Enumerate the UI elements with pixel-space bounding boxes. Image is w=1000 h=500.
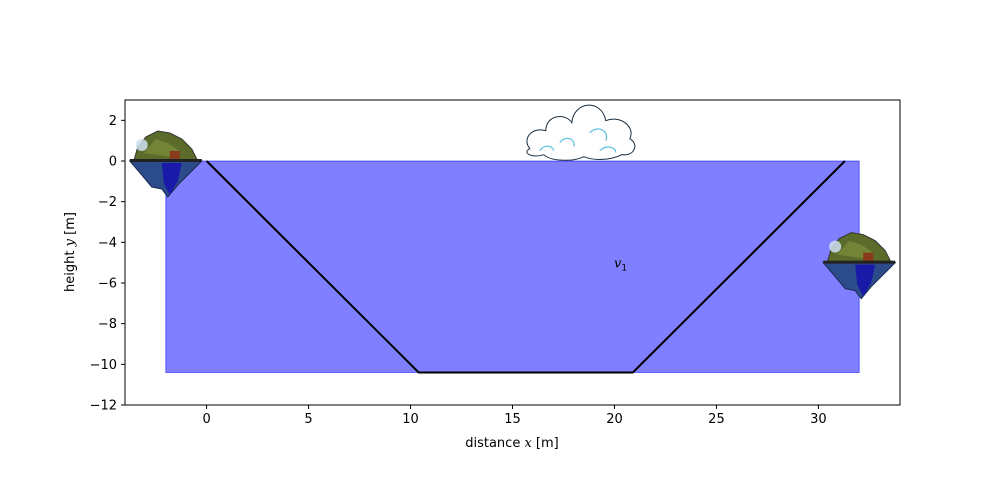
y-tick-label: −8 — [98, 317, 117, 332]
y-tick-label: −4 — [98, 236, 117, 251]
y-axis-ticks: 2 0 −2 −4 −6 −8 −10 −12 — [90, 114, 125, 414]
x-tick-label: 10 — [402, 412, 419, 427]
x-tick-label: 20 — [606, 412, 623, 427]
x-axis-label: distance x [m] — [465, 436, 559, 451]
annotation-label-1: v1 — [614, 257, 627, 274]
shaded-region — [165, 160, 860, 373]
cloud-icon — [526, 104, 636, 161]
series-line-1 — [205, 160, 846, 374]
x-tick-label: 15 — [504, 412, 521, 427]
x-tick-label: 30 — [810, 412, 827, 427]
x-axis-ticks: 0 5 10 15 20 25 30 — [202, 405, 827, 427]
y-tick-label: −12 — [90, 399, 117, 414]
floating-island-icon — [822, 232, 897, 300]
y-tick-label: 2 — [109, 114, 117, 129]
x-tick-label: 0 — [202, 412, 210, 427]
illustration-layer — [128, 104, 897, 300]
y-tick-label: −10 — [90, 358, 117, 373]
y-tick-label: −2 — [98, 195, 117, 210]
y-tick-label: −6 — [98, 277, 117, 292]
floating-island-icon — [128, 130, 203, 198]
plot-area: v1 — [165, 160, 860, 374]
y-tick-label: 0 — [109, 155, 117, 170]
x-tick-label: 5 — [304, 412, 312, 427]
x-tick-label: 25 — [708, 412, 725, 427]
y-axis-label: height y [m] — [63, 212, 78, 292]
